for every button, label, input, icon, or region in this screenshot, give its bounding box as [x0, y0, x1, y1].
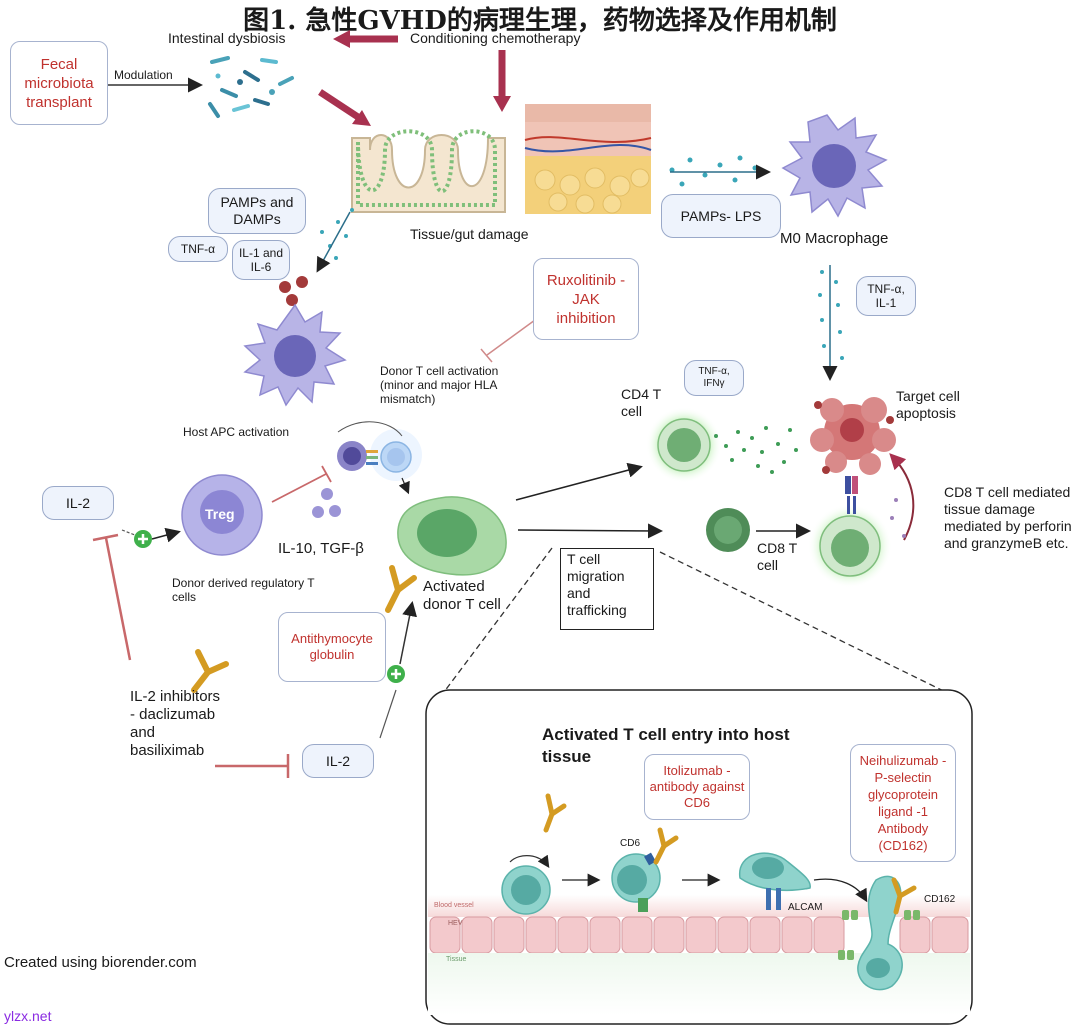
created-using-label: Created using biorender.com	[4, 954, 197, 971]
donor-t-activation-label: Donor T cell activation (minor and major…	[380, 364, 499, 406]
cd162-label: CD162	[924, 894, 956, 905]
cd8-t-cell-icon	[706, 508, 750, 552]
pamps-particles-right	[669, 155, 758, 187]
dysbiosis-to-gut-arrow	[318, 89, 360, 120]
neihulizumab-box: Neihulizumab -P-selectin glycoprotein li…	[850, 744, 956, 862]
cd8-effector-cell-icon	[819, 515, 881, 577]
antibody-icon-atg	[385, 565, 417, 613]
itolizumab-box: Itolizumab - antibody against CD6	[644, 754, 750, 820]
spreading-t-cell-icon	[739, 852, 811, 910]
endothelial-cells	[429, 916, 969, 954]
il1-il6-box: IL-1 and IL-6	[232, 240, 290, 280]
bacteria-cluster-icon	[208, 56, 294, 118]
alcam-label: ALCAM	[788, 902, 823, 913]
tnf-ifn-box: TNF-α, IFNγ	[684, 360, 744, 396]
activated-t-cell-icon	[397, 496, 507, 576]
host-apc-label: Host APC activation	[183, 425, 290, 439]
cd6-label: CD6	[620, 838, 641, 849]
atg-box: Antithymocyte globulin	[278, 612, 386, 682]
antibody-icon-inset	[543, 793, 567, 833]
il2-left-box: IL-2	[42, 486, 114, 520]
figure-title: 图1. 急性GVHD的病理生理，药物选择及作用机制	[243, 6, 837, 36]
apc-tcell-synapse-icon	[337, 421, 422, 481]
tnf-alpha-box: TNF-α	[168, 236, 228, 262]
fecal-microbiota-box: Fecal microbiota transplant	[10, 41, 108, 125]
cd8-mediated-label: CD8 T cell mediated tissue damage mediat…	[944, 484, 1072, 551]
m0-macrophage-label: M0 Macrophage	[780, 230, 889, 247]
antibody-icon-il2	[191, 649, 229, 693]
skin-tissue-icon	[524, 104, 652, 214]
treg-cell-icon	[181, 474, 263, 556]
rolling-t-cell-icon	[501, 854, 551, 915]
intestinal-dysbiosis-label: Intestinal dysbiosis	[168, 30, 286, 46]
conditioning-chemo-label: Conditioning chemotherapy	[410, 30, 581, 46]
tissue-label: Tissue	[446, 956, 467, 963]
hev-label: HEV	[448, 920, 463, 927]
host-apc-icon	[243, 303, 347, 407]
tcr-receptor-icon	[845, 476, 858, 514]
treg-label: Treg	[205, 506, 235, 522]
cd4-t-cell-label: CD4 T cell	[621, 386, 661, 419]
cytokine-balls-icon	[279, 276, 308, 306]
tnf-il1-box: TNF-α, IL-1	[856, 276, 916, 316]
il10-tgf-balls-icon	[312, 488, 341, 518]
tissue-gut-damage-label: Tissue/gut damage	[410, 226, 529, 242]
cd8-t-cell-label: CD8 T cell	[757, 540, 797, 573]
il2-inhibitors-label: IL-2 inhibitors - daclizumab and basilix…	[130, 688, 221, 759]
cd4-t-cell-icon	[657, 418, 711, 472]
ruxolitinib-box: Ruxolitinib - JAK inhibition	[533, 258, 639, 340]
il10-tgf-label: IL-10, TGF-β	[278, 540, 364, 557]
modulation-label: Modulation	[114, 68, 173, 82]
chemo-to-dysbiosis-arrowhead	[333, 30, 350, 48]
antibody-icon-cd162	[891, 877, 917, 915]
pamps-lps-box: PAMPs- LPS	[661, 194, 781, 238]
transmigrating-t-cell-icon	[857, 875, 903, 991]
cd162-markers	[838, 910, 920, 960]
blood-vessel-label: Blood vessel	[434, 902, 474, 909]
migration-box: T cell migration and trafficking	[560, 548, 654, 630]
antibody-icon-cd6	[653, 827, 679, 865]
pamps-damps-box: PAMPs and DAMPs	[208, 188, 306, 234]
cd6-binding-cell-icon	[611, 852, 661, 912]
il2-bottom-box: IL-2	[302, 744, 374, 778]
donor-treg-label: Donor derived regulatory T cells	[172, 576, 315, 604]
activated-donor-label: Activated donor T cell	[423, 578, 501, 613]
watermark-label: ylzx.net	[4, 1008, 52, 1024]
inset-title: Activated T cell entry into host tissue	[542, 725, 790, 766]
target-cell-apoptosis-icon	[810, 397, 896, 475]
cd4-cytokines	[714, 426, 798, 474]
gut-villi-icon	[351, 129, 506, 213]
macrophage-icon	[781, 114, 888, 218]
target-apoptosis-label: Target cell apoptosis	[896, 388, 960, 421]
